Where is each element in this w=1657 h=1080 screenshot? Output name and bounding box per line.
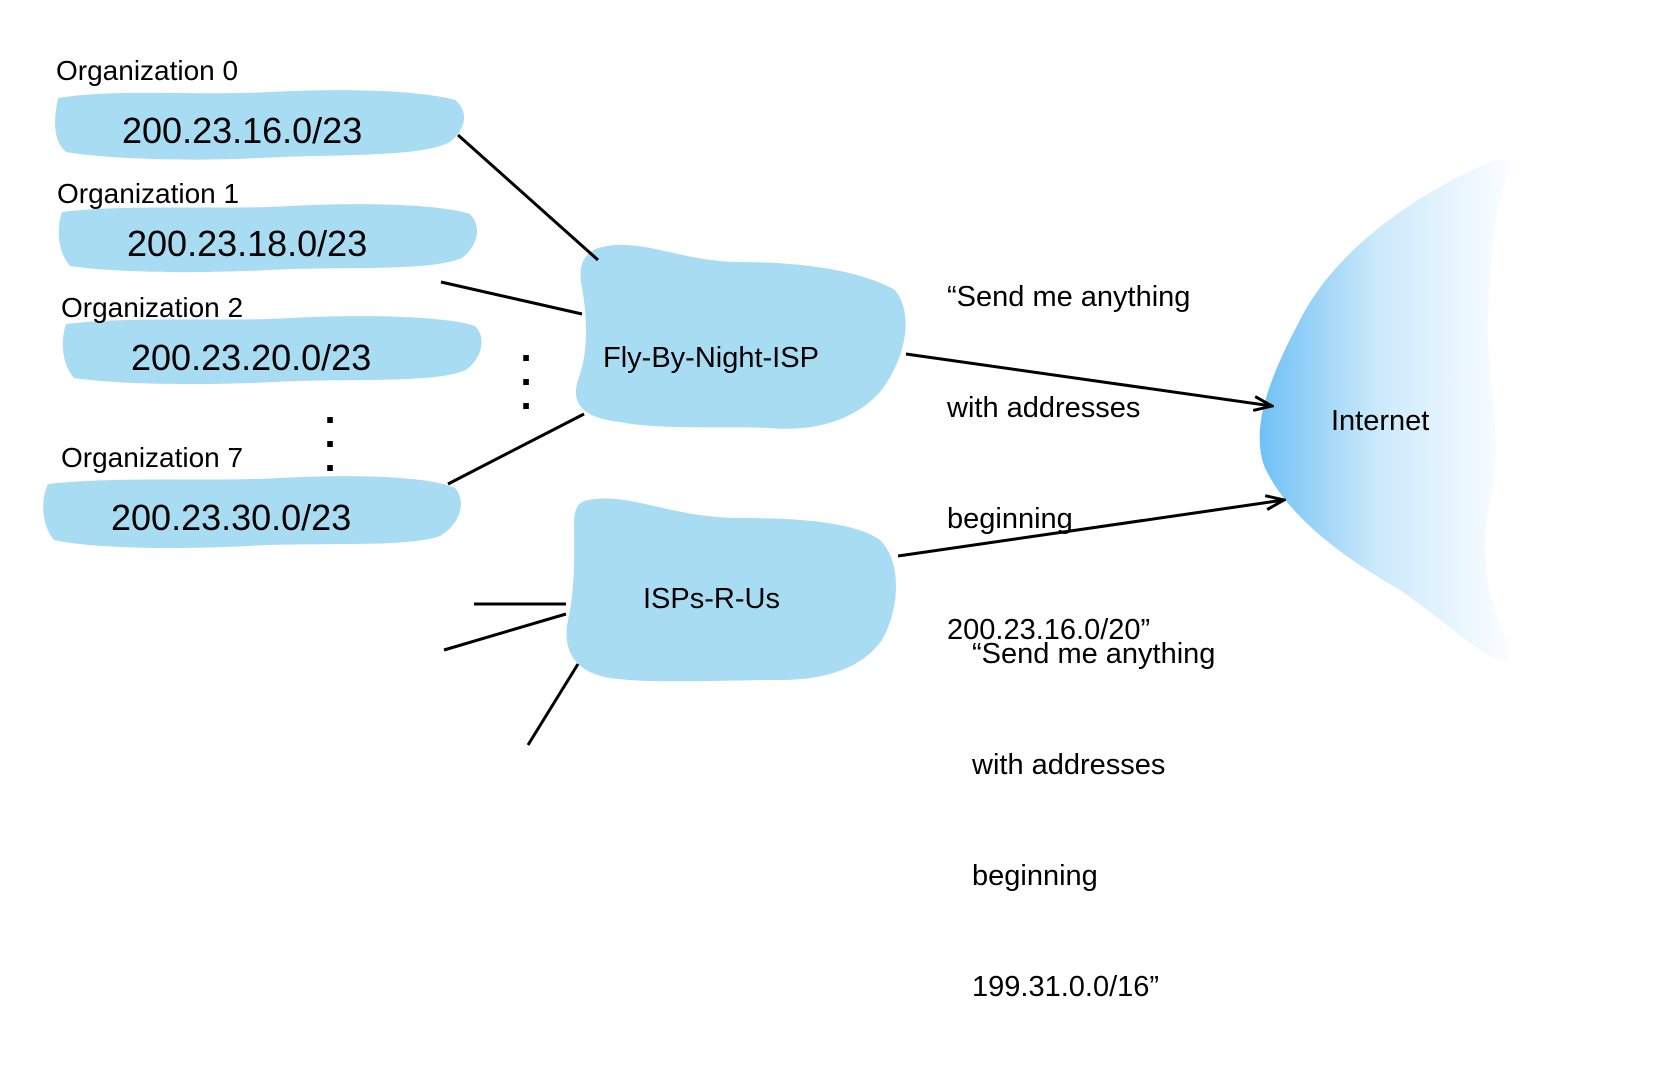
org-2-cloud (62, 316, 482, 385)
isps-r-us-stub-2 (443, 612, 567, 652)
org-2-label: Organization 2 (61, 292, 244, 323)
fly-by-night-isp-label: Fly-By-Night-ISP (603, 342, 819, 374)
arrow-isps-r-us-to-internet (897, 500, 1284, 558)
org-1-cloud (58, 204, 477, 273)
org-0-label: Organization 0 (56, 55, 239, 86)
org-1-prefix: 200.23.18.0/23 (127, 223, 368, 264)
vertical-ellipsis-orgs: ... (324, 388, 336, 480)
vertical-ellipsis-links: ... (520, 326, 532, 418)
org-7-cloud (43, 476, 461, 548)
link-org-0 (457, 133, 599, 262)
org-7-prefix: 200.23.30.0/23 (111, 497, 352, 538)
advertisement-isps-r-us: “Send me anything with addresses beginni… (972, 638, 1216, 1003)
org-1-label: Organization 1 (57, 178, 240, 209)
internet-cloud (1259, 160, 1520, 660)
diagram-graphics (43, 90, 1520, 746)
link-org-1 (440, 280, 583, 316)
fly-by-night-isp-cloud (575, 244, 906, 429)
advertisement-fly-by-night: “Send me anything with addresses beginni… (947, 281, 1191, 646)
org-0-cloud (55, 90, 465, 160)
arrow-fly-by-night-to-internet (905, 352, 1272, 406)
internet-label: Internet (1331, 405, 1430, 437)
org-7-label: Organization 7 (61, 442, 244, 473)
isps-r-us-label: ISPs-R-Us (643, 583, 780, 615)
diagram: Organization 0 200.23.16.0/23 Organizati… (43, 55, 1520, 1003)
isps-r-us-stub-3 (526, 663, 580, 746)
link-org-7 (447, 412, 585, 486)
org-0-prefix: 200.23.16.0/23 (122, 110, 363, 151)
org-2-prefix: 200.23.20.0/23 (131, 337, 372, 378)
isps-r-us-cloud (566, 498, 896, 682)
